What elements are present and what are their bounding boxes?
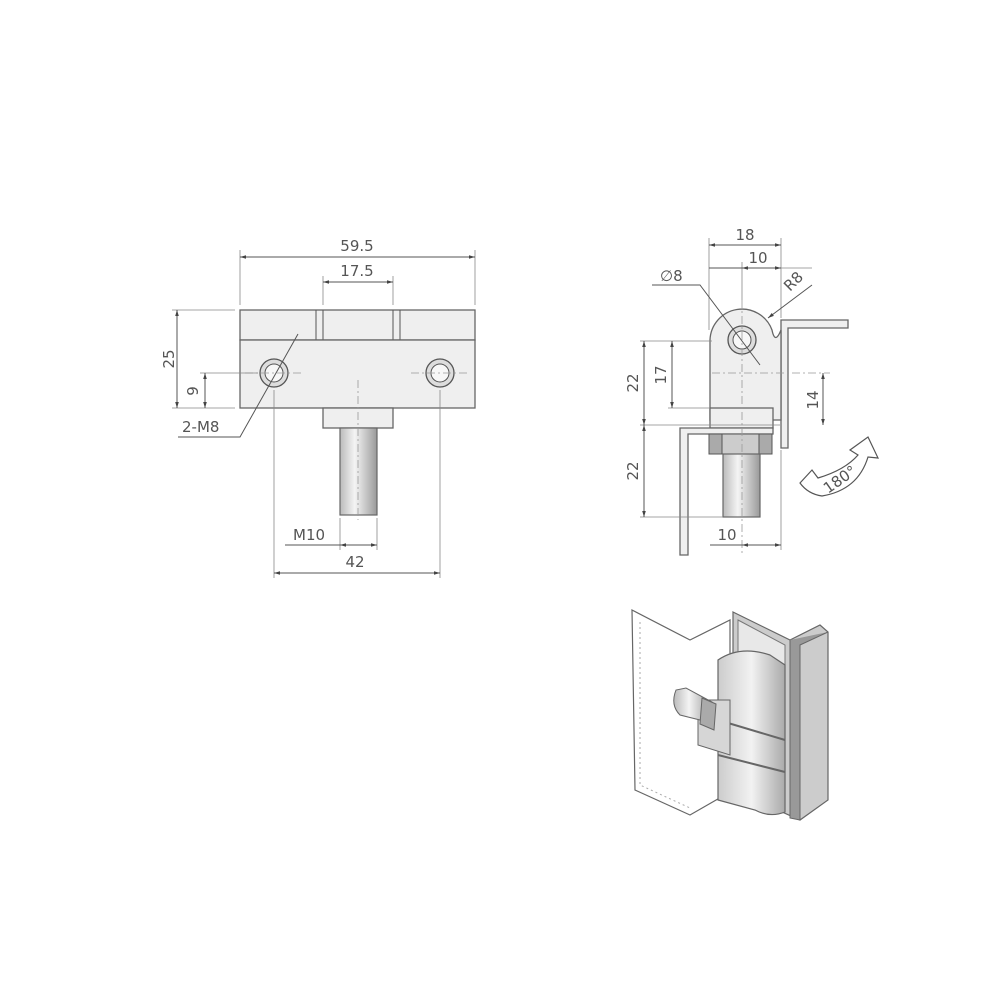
right-bracket — [780, 319, 849, 449]
side-stud — [722, 453, 761, 518]
left-bracket — [679, 427, 774, 556]
dim-leaf-height: 17 — [652, 365, 670, 384]
side-leaf — [709, 308, 782, 421]
dim-overall-width: 59.5 — [340, 237, 373, 255]
dim-upper-height: 22 — [624, 373, 642, 392]
dim-height: 25 — [160, 349, 178, 368]
threaded-stud — [339, 427, 378, 516]
side-view: 18 10 ∅8 R8 22 17 14 22 10 180° — [624, 226, 879, 556]
dim-lower-height: 22 — [624, 461, 642, 480]
dim-knuckle-width: 17.5 — [340, 262, 373, 280]
dim-thread: M10 — [293, 526, 325, 544]
dim-radius: R8 — [780, 268, 807, 295]
knuckle-strip — [239, 309, 476, 341]
dim-side-width: 18 — [735, 226, 754, 244]
dim-hole-offset: 9 — [184, 386, 202, 396]
rotation-arrow-icon — [799, 436, 879, 497]
dim-pin-offset: 10 — [748, 249, 767, 267]
dim-bracket-offset: 14 — [804, 390, 822, 409]
hole-callout: 2-M8 — [182, 418, 219, 436]
dim-pin-diameter: ∅8 — [660, 267, 683, 285]
dim-hole-spacing: 42 — [345, 553, 364, 571]
hinge-knuckles — [717, 650, 786, 816]
front-view: 59.5 17.5 25 9 2-M8 M10 42 — [160, 237, 476, 578]
isometric-view — [631, 609, 829, 821]
dim-stud-offset: 10 — [717, 526, 736, 544]
